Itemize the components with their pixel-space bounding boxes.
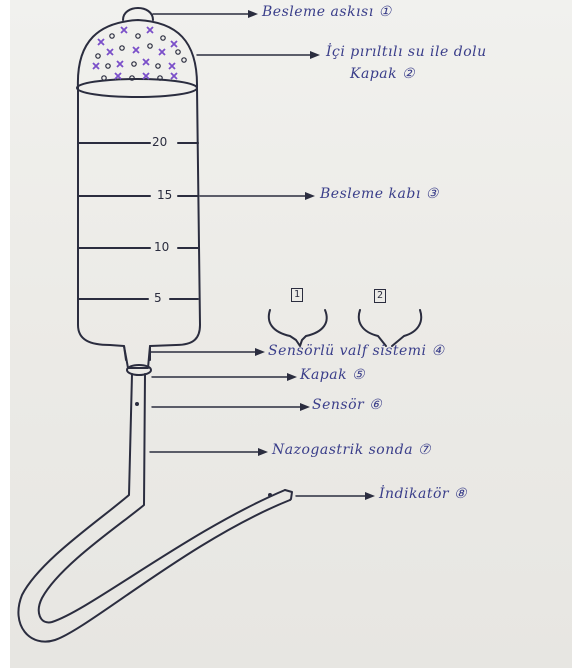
glitter-ring — [161, 36, 165, 40]
callout-arrows — [150, 14, 365, 496]
bottle-body — [78, 88, 200, 368]
hanger-loop — [123, 8, 153, 20]
label-cap-line2: Kapak ② — [350, 66, 415, 82]
glitter-ring — [106, 64, 110, 68]
label-feeding-hanger: Besleme askısı ① — [262, 4, 392, 20]
glitter-ring — [120, 46, 124, 50]
indicator-dot — [268, 493, 272, 497]
glitter-ring — [148, 44, 152, 48]
bottle-neck — [124, 346, 150, 360]
glitter-star — [117, 61, 123, 67]
glitter-star — [121, 27, 127, 33]
sensor-dot — [135, 402, 139, 406]
glitter-star — [98, 39, 104, 45]
label-lid: Kapak ⑤ — [300, 367, 365, 383]
glitter-star — [107, 49, 113, 55]
glitter-star — [169, 63, 175, 69]
glitter-star — [93, 63, 99, 69]
valve-2-number: 2 — [374, 289, 386, 303]
label-feeding-container: Besleme kabı ③ — [320, 186, 439, 202]
valve-2-shape — [359, 310, 421, 346]
valve-1-shape — [269, 310, 327, 346]
cap-rim — [77, 79, 197, 97]
scale-label-20: 20 — [152, 135, 167, 149]
scale-label-15: 15 — [157, 188, 172, 202]
glitter-star — [171, 41, 177, 47]
label-sensor: Sensör ⑥ — [312, 397, 382, 413]
glitter-ring — [132, 62, 136, 66]
tube-lid — [127, 365, 151, 375]
glitter-ring — [136, 34, 140, 38]
label-valve-system: Sensörlü valf sistemi ④ — [268, 343, 445, 359]
glitter-star — [133, 47, 139, 53]
label-cap-line1: İçi pırıltılı su ile dolu — [326, 44, 487, 60]
glitter-particles — [93, 27, 186, 80]
glitter-star — [143, 59, 149, 65]
arrow-heads — [248, 10, 375, 500]
indicator-tip — [285, 490, 292, 500]
glitter-star — [147, 27, 153, 33]
glitter-ring — [182, 58, 186, 62]
valve-1-number: 1 — [291, 288, 303, 302]
glitter-ring — [176, 50, 180, 54]
scale-label-10: 10 — [154, 240, 169, 254]
glitter-ring — [96, 54, 100, 58]
glitter-star — [171, 73, 177, 79]
label-indicator: İndikatör ⑧ — [379, 486, 467, 502]
glitter-ring — [156, 64, 160, 68]
tube-right-wall — [39, 374, 285, 622]
label-nasogastric-tube: Nazogastrik sonda ⑦ — [272, 442, 431, 458]
glitter-ring — [110, 34, 114, 38]
scale-label-5: 5 — [154, 291, 162, 305]
glitter-star — [115, 73, 121, 79]
glitter-star — [159, 49, 165, 55]
